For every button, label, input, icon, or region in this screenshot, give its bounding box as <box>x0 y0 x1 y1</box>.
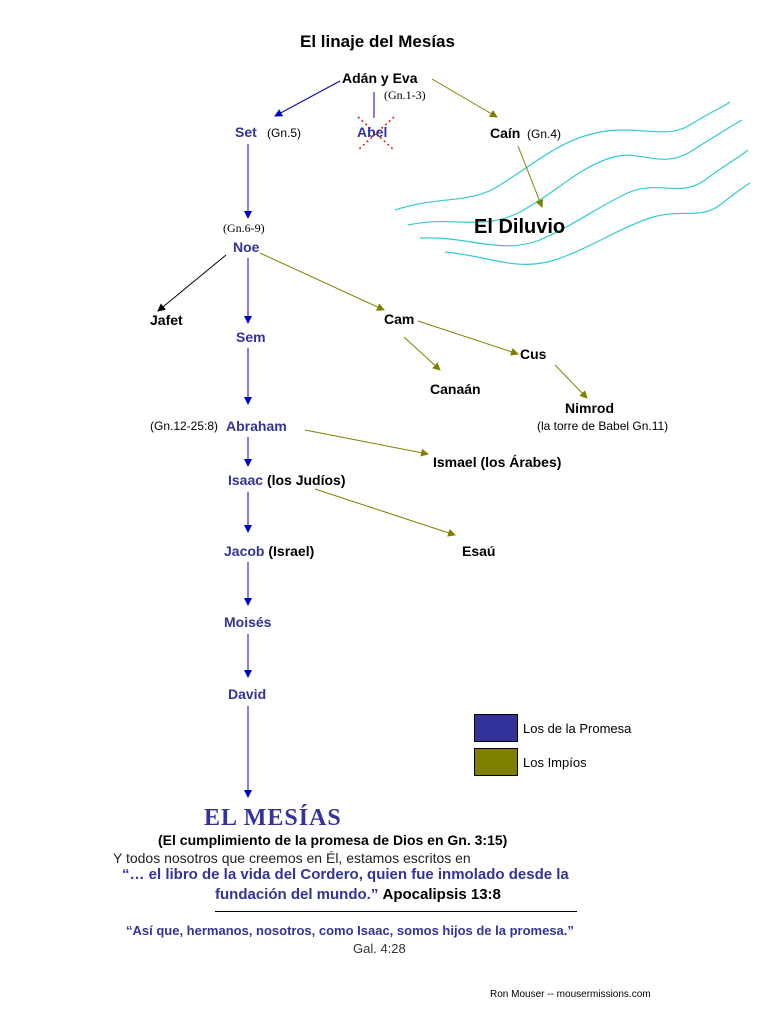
quote-2-reference: Gal. 4:28 <box>353 941 406 956</box>
arrow-cam-canaan <box>403 336 441 371</box>
quote-2: “Así que, hermanos, nosotros, como Isaac… <box>126 923 574 938</box>
intro-text: Y todos nosotros que creemos en Él, esta… <box>113 850 471 866</box>
note-jacob: (Israel) <box>268 543 315 559</box>
node-jacob-row: Jacob (Israel) <box>224 544 314 558</box>
ref-set: (Gn.5) <box>267 126 302 140</box>
ref-abraham: (Gn.12-25:8) <box>150 419 219 433</box>
abel-cross <box>357 116 395 151</box>
arrow-noe-cam <box>259 252 385 311</box>
node-adan: Adán y Eva <box>342 70 418 86</box>
node-sem: Sem <box>236 329 266 345</box>
arrow-noe-jafet <box>157 254 227 312</box>
node-david: David <box>228 686 267 702</box>
node-cain: Caín <box>490 125 521 141</box>
node-canaan: Canaán <box>430 381 481 397</box>
node-set: Set <box>235 124 257 140</box>
arrow-cus-nimrod <box>554 364 588 399</box>
arrow-adan-set <box>274 80 341 117</box>
legend-swatch-promise <box>474 714 518 742</box>
arrow-cam-cus <box>417 320 519 356</box>
node-jacob: Jacob <box>224 543 265 559</box>
node-abel: Abel <box>357 124 388 140</box>
credit: Ron Mouser -- mousermissions.com <box>490 989 651 1000</box>
note-isaac: (los Judíos) <box>266 472 346 488</box>
node-esau: Esaú <box>462 543 496 559</box>
node-moises: Moisés <box>224 614 272 630</box>
arrow-cain-diluvio <box>517 145 544 208</box>
arrow-abraham-ismael <box>304 429 429 457</box>
node-isaac: Isaac <box>228 472 264 488</box>
legend-label-ungodly: Los Impíos <box>523 755 587 770</box>
node-cus: Cus <box>520 346 547 362</box>
label-diluvio: El Diluvio <box>474 216 566 238</box>
node-noe: Noe <box>233 239 260 255</box>
fulfillment-text: (El cumplimiento de la promesa de Dios e… <box>158 832 508 848</box>
divider <box>215 911 577 912</box>
flood-waves <box>394 101 751 265</box>
ref-cain: (Gn.4) <box>527 127 562 141</box>
note-nimrod: (la torre de Babel Gn.11) <box>537 419 669 433</box>
node-abraham: Abraham <box>226 418 287 434</box>
legend-label-promise: Los de la Promesa <box>523 721 632 736</box>
legend-swatch-ungodly <box>474 748 518 776</box>
quote-line-1: “… el libro de la vida del Cordero, quie… <box>122 866 569 883</box>
page-title: El linaje del Mesías <box>300 32 455 51</box>
node-mesias: EL MESÍAS <box>204 805 342 831</box>
node-isaac-row: Isaac (los Judíos) <box>228 473 346 487</box>
quote-line-2: fundación del mundo.” <box>215 886 379 903</box>
node-ismael: Ismael (los Árabes) <box>433 454 562 470</box>
node-cam: Cam <box>384 311 415 327</box>
node-jafet: Jafet <box>150 312 183 328</box>
quote-line-2-row: fundación del mundo.” Apocalipsis 13:8 <box>215 887 501 902</box>
ref-noe: (Gn.6-9) <box>223 221 265 235</box>
node-nimrod: Nimrod <box>565 400 614 416</box>
arrow-isaac-esau <box>314 488 456 537</box>
ref-adan: (Gn.1-3) <box>384 88 426 102</box>
quote-reference: Apocalipsis 13:8 <box>382 886 501 903</box>
arrow-adan-cain <box>431 78 498 118</box>
